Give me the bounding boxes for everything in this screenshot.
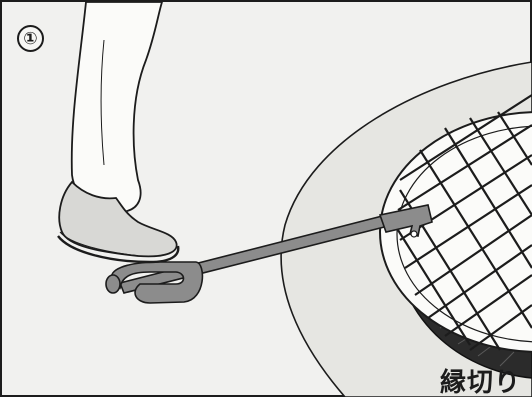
step-number-badge: ① xyxy=(17,25,44,52)
foot-icon xyxy=(57,1,180,264)
manhole-cover-icon xyxy=(379,94,532,379)
shoe xyxy=(58,180,178,258)
lifter-hook xyxy=(378,204,433,237)
lifter-tool-icon xyxy=(105,204,433,304)
shoe-sole xyxy=(57,235,180,264)
leg xyxy=(70,1,164,213)
caption-label: 縁切り xyxy=(440,368,522,398)
